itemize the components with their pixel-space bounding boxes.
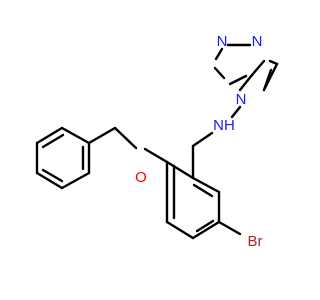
- bond: [230, 105, 242, 119]
- bond: [191, 176, 221, 194]
- bond: [60, 126, 91, 145]
- atom-label-o: O: [135, 169, 147, 186]
- bond: [213, 66, 226, 80]
- bond: [87, 126, 117, 145]
- bond-double-inner: [195, 219, 215, 233]
- atom-label-br: Br: [248, 233, 263, 250]
- bond: [268, 59, 279, 66]
- atom-label-n: N: [236, 91, 247, 108]
- bond: [214, 47, 224, 61]
- atom-label-n: N: [252, 33, 263, 50]
- atom-label-nh: NH: [213, 117, 235, 134]
- bond: [113, 126, 138, 150]
- bromobenzene-ring: [165, 160, 221, 240]
- bond: [60, 171, 91, 190]
- bond: [191, 131, 214, 148]
- bond: [143, 147, 169, 164]
- bond-double-inner: [192, 183, 214, 198]
- bond-double-inner: [41, 168, 64, 183]
- molecule-structure: N N N NH O Br: [35, 33, 279, 250]
- bond: [250, 59, 266, 77]
- bond: [262, 62, 279, 92]
- bond-double-inner: [41, 133, 65, 149]
- atom-label-n: N: [217, 33, 228, 50]
- bond: [238, 73, 254, 92]
- bond: [35, 171, 64, 190]
- bond: [165, 160, 195, 180]
- bond-double-inner: [228, 74, 248, 86]
- bond: [165, 220, 195, 240]
- bond: [35, 126, 64, 145]
- bond: [191, 220, 221, 240]
- triazole-ring: [213, 43, 279, 92]
- bond: [217, 220, 242, 236]
- phenyl-ring: [35, 126, 91, 190]
